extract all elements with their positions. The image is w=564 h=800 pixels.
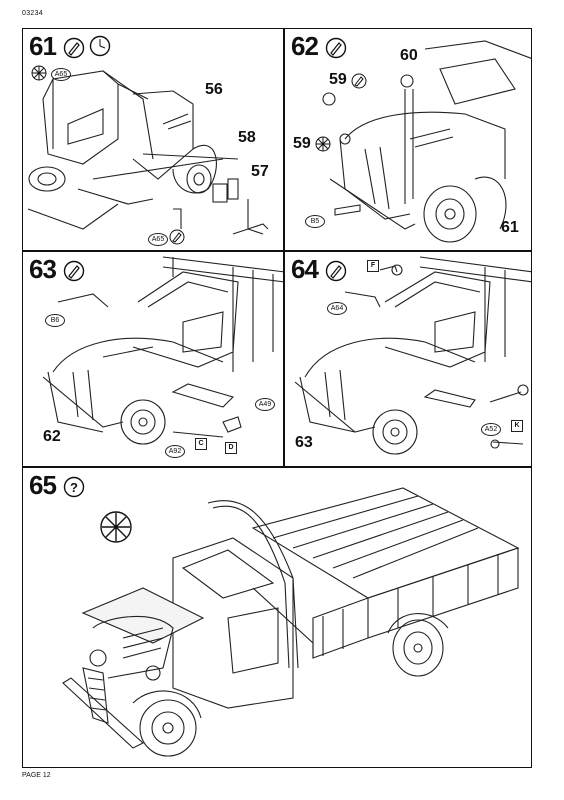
step-61-drawing [27,70,269,235]
part-59-label: 59 [293,135,311,152]
part-ref-a49: A49 [255,398,275,411]
step-number: 65 [29,470,57,500]
decal-tag-k: K [511,420,523,432]
step-number: 62 [291,31,319,61]
glue-icon [325,260,347,282]
part-62-label: 62 [43,428,61,445]
paint-icon [315,136,331,152]
part-56-label: 56 [205,81,223,98]
clock-icon [89,35,111,57]
glue-icon [325,37,347,59]
step-62-drawing [322,40,531,243]
page-number: PAGE 12 [22,772,51,779]
part-58-label: 58 [238,129,256,146]
step-64-panel: 64 F A64 63 A52 K [284,251,532,467]
part-ref-a64: A64 [327,302,347,315]
step-65-panel: 65 ? [22,467,532,768]
step-61-panel: 61 A65 56 58 57 A65 [22,28,284,251]
step-number: 64 [291,254,319,284]
part-ref-a65-top: A65 [51,68,71,81]
decal-tag-f: F [367,260,379,272]
part-60-label: 60 [400,47,418,64]
step-number: 63 [29,254,57,284]
part-59-label: 59 [329,71,347,88]
step-64-drawing [294,256,531,455]
part-61-label: 61 [501,219,519,236]
part-ref-a52: A52 [481,423,501,436]
glue-icon [63,37,85,59]
kit-code: 03234 [22,10,43,17]
glue-icon [351,73,367,89]
glue-icon [169,229,185,245]
part-ref-b6: B6 [45,314,65,327]
step-62-panel: 62 60 59 59 B5 61 [284,28,532,251]
step-63-drawing [42,256,283,445]
paint-icon [31,65,47,81]
part-63-label: 63 [295,434,313,451]
glue-icon [63,260,85,282]
paint-icon [100,511,132,543]
step-number: 61 [29,31,57,61]
decal-tag-d: D [225,442,237,454]
part-ref-a92: A92 [165,445,185,458]
decal-tag-c: C [195,438,207,450]
step-65-drawing [62,487,520,757]
step-63-panel: 63 B6 A49 62 A92 C D [22,251,284,467]
part-ref-a65-bottom: A65 [148,233,168,246]
question-icon: ? [63,476,85,498]
svg-text:?: ? [70,480,78,495]
part-57-label: 57 [251,163,269,180]
part-ref-b5: B5 [305,215,325,228]
